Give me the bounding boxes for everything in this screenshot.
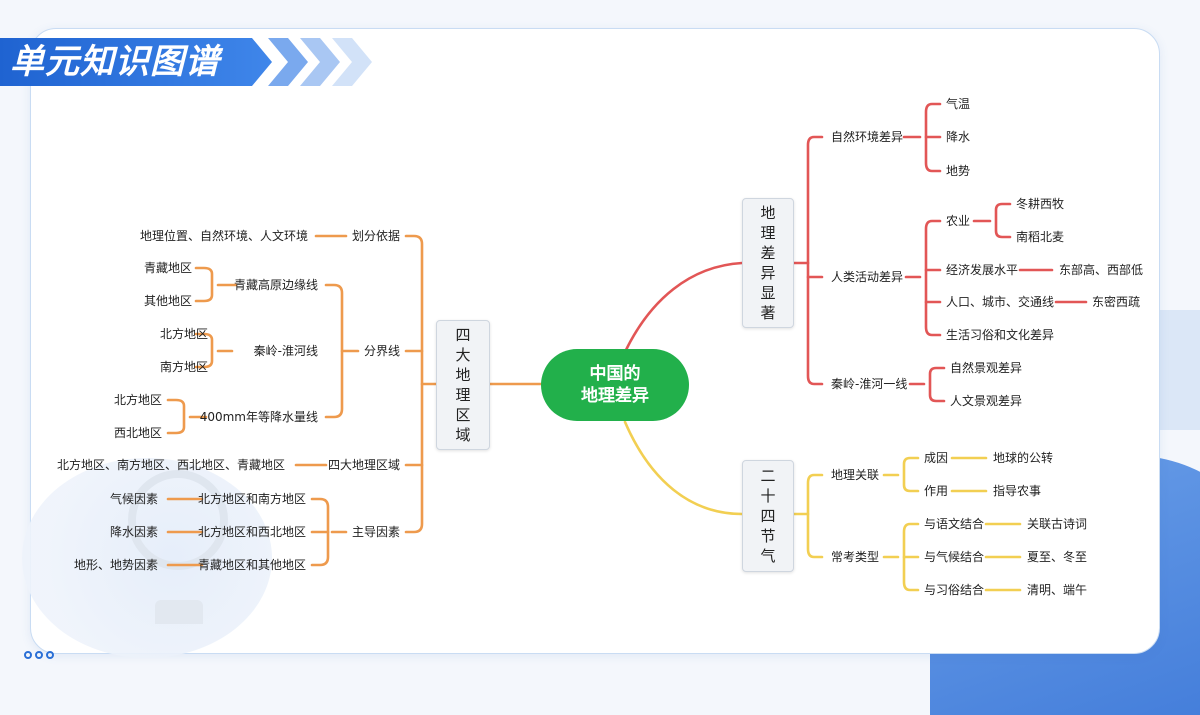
branch-line-red [623, 261, 744, 354]
box-char: 区 [455, 406, 471, 424]
node-text: 东部高、西部低 [1059, 262, 1143, 277]
node-text: 人类活动差异 [831, 270, 903, 284]
node-text: 地形、地势因素 [74, 558, 158, 572]
branch-line-yellow [623, 420, 744, 516]
box-char: 大 [455, 346, 471, 364]
node-text: 地理位置、自然环境、人文环境 [140, 228, 308, 243]
node-text: 地理关联 [831, 468, 879, 482]
node-text: 四大地理区域 [328, 458, 400, 472]
center-title-line2: 地理差异 [581, 386, 649, 406]
node-text: 西北地区 [114, 426, 162, 440]
node-text: 北方地区 [114, 392, 162, 407]
node-text: 地势 [946, 164, 970, 178]
node-text: 主导因素 [352, 525, 400, 539]
node-text: 人口、城市、交通线 [946, 294, 1054, 309]
box-char: 气 [760, 547, 776, 565]
node-text: 作用 [924, 484, 948, 498]
node-text: 其他地区 [144, 294, 192, 308]
page-title: 单元知识图谱 [10, 42, 220, 82]
box-char: 显 [760, 284, 776, 302]
node-text: 与习俗结合 [924, 582, 984, 597]
box-char: 十 [760, 487, 776, 505]
node-text: 生活习俗和文化差异 [946, 327, 1054, 342]
red-connectors [791, 102, 1088, 403]
box-char: 理 [455, 386, 471, 404]
node-text: 北方地区和西北地区 [198, 524, 306, 539]
node-text: 南方地区 [160, 359, 208, 374]
node-text: 分界线 [364, 344, 400, 358]
box-char: 地 [455, 366, 471, 384]
globe-stand [155, 600, 203, 624]
node-text: 经济发展水平 [946, 262, 1018, 277]
box-char: 域 [455, 426, 471, 444]
node-text: 北方地区、南方地区、西北地区、青藏地区 [57, 457, 285, 472]
yellow-connectors [791, 456, 1022, 592]
box-char: 四 [455, 326, 471, 344]
dot-icon [46, 651, 54, 659]
dot-icon [35, 651, 43, 659]
node-text: 冬耕西牧 [1016, 196, 1064, 211]
node-text: 秦岭-淮河一线 [831, 377, 907, 391]
node-text: 人文景观差异 [950, 393, 1022, 408]
node-text: 东密西疏 [1092, 294, 1140, 309]
dot-icon [24, 651, 32, 659]
center-node: 中国的 地理差异 [541, 349, 689, 421]
orange-connectors [166, 234, 438, 567]
box-char: 差 [760, 244, 776, 262]
category-box-solar-terms: 二 十 四 节 气 [742, 460, 794, 572]
node-text: 青藏高原边缘线 [234, 277, 318, 292]
box-char: 著 [760, 304, 776, 322]
node-text: 划分依据 [352, 228, 400, 243]
box-char: 地 [760, 204, 776, 222]
center-title-line1: 中国的 [589, 364, 641, 384]
node-text: 清明、端午 [1027, 583, 1087, 597]
decorative-dots [24, 651, 54, 659]
node-text: 与语文结合 [924, 516, 984, 531]
node-text: 北方地区 [160, 326, 208, 341]
node-text: 秦岭-淮河线 [254, 344, 318, 358]
node-text: 成因 [924, 451, 948, 465]
node-text: 北方地区和南方地区 [198, 491, 306, 506]
node-text: 农业 [946, 214, 970, 228]
header-banner [0, 38, 272, 86]
node-text: 降水 [946, 130, 970, 144]
node-text: 指导农事 [993, 483, 1041, 498]
node-text: 400mm年等降水量线 [200, 410, 318, 424]
box-char: 理 [760, 224, 776, 242]
node-text: 气温 [946, 96, 970, 111]
node-text: 夏至、冬至 [1027, 549, 1087, 564]
node-text: 关联古诗词 [1027, 516, 1087, 531]
node-text: 自然景观差异 [950, 360, 1022, 375]
box-char: 异 [760, 264, 776, 282]
box-char: 二 [760, 467, 776, 485]
node-text: 青藏地区和其他地区 [198, 558, 306, 572]
node-text: 气候因素 [110, 491, 158, 506]
box-char: 节 [760, 527, 776, 545]
node-text: 地球的公转 [993, 450, 1053, 465]
node-text: 降水因素 [110, 525, 158, 539]
mind-map: 自然环境差异 气温 降水 地势 人类活动差异 农业 冬耕西牧 南稻北麦 经济发展… [57, 96, 1143, 597]
category-box-four-regions: 四 大 地 理 区 域 [436, 320, 490, 450]
box-char: 四 [760, 507, 776, 525]
node-text: 与气候结合 [924, 549, 984, 564]
node-text: 自然环境差异 [831, 129, 903, 144]
node-text: 常考类型 [831, 550, 879, 564]
node-text: 南稻北麦 [1016, 229, 1064, 244]
node-text: 青藏地区 [144, 261, 192, 275]
category-box-geographic-differences: 地 理 差 异 显 著 [742, 198, 794, 328]
